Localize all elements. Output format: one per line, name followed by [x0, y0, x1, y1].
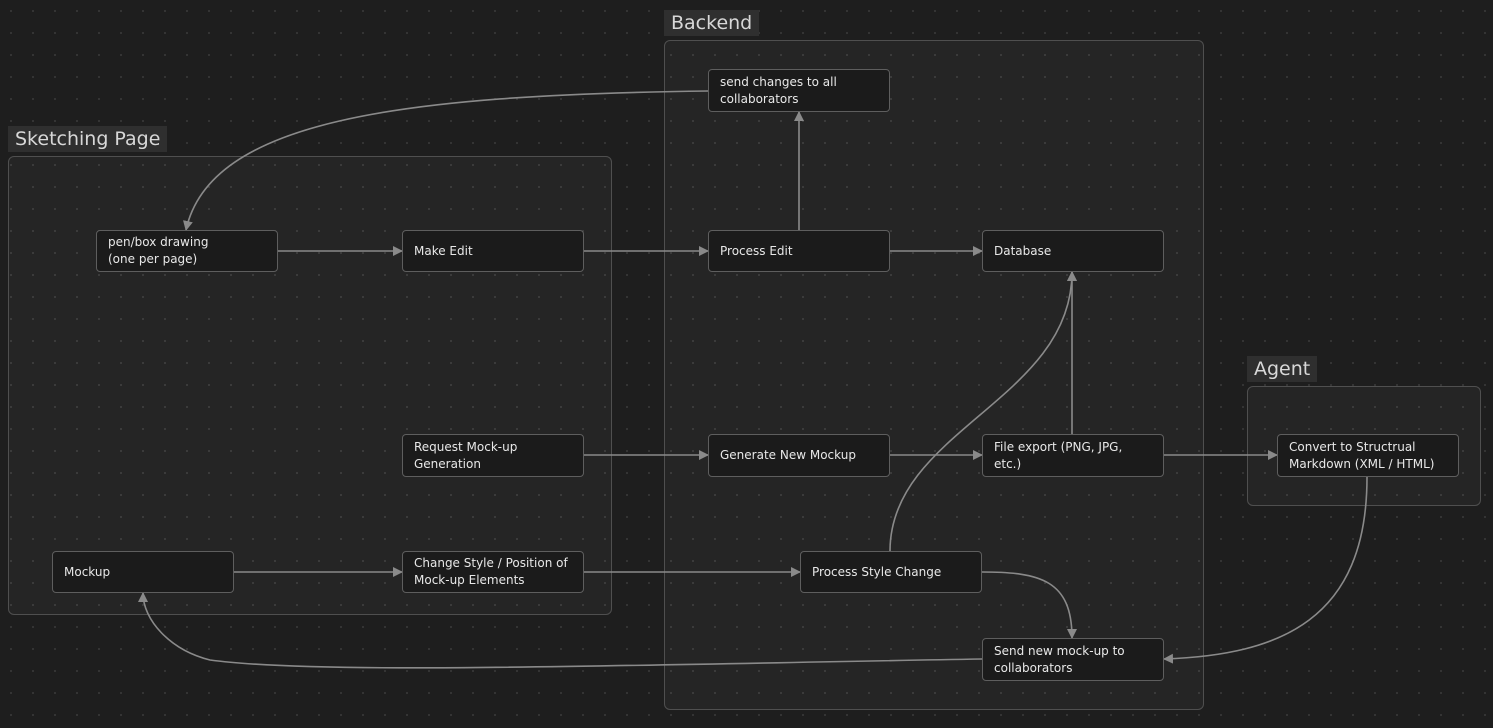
- node-process-style-change-label: Process Style Change: [812, 564, 942, 579]
- node-mockup-label: Mockup: [64, 564, 111, 579]
- node-file-export[interactable]: File export (PNG, JPG, etc.): [982, 434, 1164, 477]
- node-make-edit[interactable]: Make Edit: [402, 230, 584, 272]
- node-database-label: Database: [994, 243, 1052, 258]
- edge-send-mockup-to-mockup: [138, 592, 983, 669]
- edge-process-style-to-send-mockup: [981, 571, 1077, 639]
- group-agent: [1247, 386, 1481, 506]
- node-generate-new-mockup-label: Generate New Mockup: [720, 448, 856, 462]
- node-send-changes-label: send changes to all collaborators: [720, 74, 837, 106]
- node-request-mockup-generation-label: Request Mock-up Generation: [414, 439, 518, 471]
- node-pen-box-drawing[interactable]: pen/box drawing (one per page): [96, 230, 278, 272]
- edge-send-changes-to-pen: [183, 90, 709, 231]
- node-send-changes-to-collaborators[interactable]: send changes to all collaborators: [708, 69, 890, 112]
- node-send-new-mockup[interactable]: Send new mock-up to collaborators: [982, 638, 1164, 681]
- edge-process-style-to-database: [889, 271, 1077, 552]
- group-label-backend: Backend: [664, 10, 760, 36]
- node-process-edit-label: Process Edit: [720, 243, 793, 258]
- node-file-export-label: File export (PNG, JPG, etc.): [994, 439, 1123, 471]
- group-backend: [664, 40, 1204, 710]
- group-label-sketching-page: Sketching Page: [8, 126, 168, 152]
- node-send-new-mockup-label: Send new mock-up to collaborators: [994, 643, 1125, 675]
- group-label-agent: Agent: [1247, 356, 1318, 382]
- node-pen-box-drawing-label: pen/box drawing (one per page): [108, 235, 209, 266]
- node-change-style-position-label: Change Style / Position of Mock-up Eleme…: [414, 556, 568, 587]
- node-process-style-change[interactable]: Process Style Change: [800, 551, 982, 593]
- edge-convert-to-send-mockup: [1163, 476, 1368, 664]
- node-generate-new-mockup[interactable]: Generate New Mockup: [708, 434, 890, 477]
- node-process-edit[interactable]: Process Edit: [708, 230, 890, 272]
- node-make-edit-label: Make Edit: [414, 243, 473, 258]
- node-convert-to-structural-markdown[interactable]: Convert to Structrual Markdown (XML / HT…: [1277, 434, 1459, 477]
- node-database[interactable]: Database: [982, 230, 1164, 272]
- node-convert-label: Convert to Structrual Markdown (XML / HT…: [1289, 439, 1435, 471]
- group-sketching-page: [8, 156, 612, 615]
- node-request-mockup-generation[interactable]: Request Mock-up Generation: [402, 434, 584, 477]
- node-change-style-position[interactable]: Change Style / Position of Mock-up Eleme…: [402, 551, 584, 593]
- node-mockup[interactable]: Mockup: [52, 551, 234, 593]
